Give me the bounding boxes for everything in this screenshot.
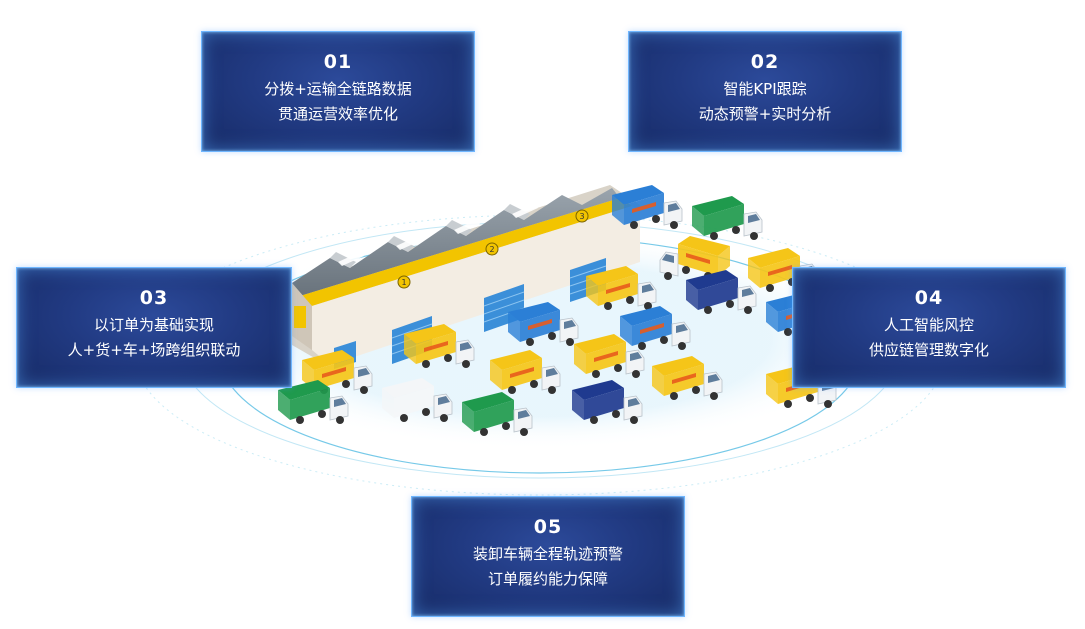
card-number: 05 — [533, 516, 563, 538]
truck — [652, 356, 723, 400]
card-line-1: 人工智能风控 — [883, 316, 974, 334]
dock-badge-1: 1 — [401, 278, 406, 287]
feature-card-05: 05 装卸车辆全程轨迹预警 订单履约能力保障 — [411, 496, 685, 617]
truck — [278, 380, 349, 424]
truck — [612, 185, 683, 229]
truck — [574, 334, 645, 378]
card-line-1: 装卸车辆全程轨迹预警 — [472, 545, 623, 563]
dock-badges: 1 2 3 — [397, 209, 589, 289]
card-line-1: 分拨+运输全链路数据 — [264, 80, 412, 98]
dock-badge-3: 3 — [579, 212, 584, 221]
truck — [586, 266, 657, 310]
feature-card-02: 02 智能KPI跟踪 动态预警+实时分析 — [628, 31, 902, 152]
card-number: 04 — [914, 287, 944, 309]
truck — [508, 302, 579, 346]
card-line-2: 人+货+车+场跨组织联动 — [67, 341, 241, 359]
truck — [404, 324, 475, 368]
truck — [620, 306, 691, 350]
truck — [572, 380, 643, 424]
card-line-1: 以订单为基础实现 — [93, 316, 214, 334]
card-line-1: 智能KPI跟踪 — [723, 80, 807, 98]
feature-card-01: 01 分拨+运输全链路数据 贯通运营效率优化 — [201, 31, 475, 152]
truck — [659, 236, 730, 280]
truck — [302, 350, 373, 394]
card-number: 01 — [323, 51, 353, 73]
truck — [692, 196, 763, 240]
truck — [490, 350, 561, 394]
warehouse — [292, 185, 640, 369]
card-line-2: 动态预警+实时分析 — [698, 105, 832, 123]
feature-card-03: 03 以订单为基础实现 人+货+车+场跨组织联动 — [16, 267, 292, 388]
truck — [462, 392, 533, 436]
dock-badge-2: 2 — [489, 245, 494, 254]
truck — [382, 378, 453, 422]
feature-card-04: 04 人工智能风控 供应链管理数字化 — [792, 267, 1066, 388]
card-number: 03 — [139, 287, 169, 309]
truck-fleet — [278, 185, 837, 436]
card-line-2: 订单履约能力保障 — [487, 570, 608, 588]
card-line-2: 供应链管理数字化 — [868, 341, 989, 359]
truck — [686, 270, 757, 314]
card-line-2: 贯通运营效率优化 — [277, 105, 398, 123]
card-number: 02 — [750, 51, 780, 73]
